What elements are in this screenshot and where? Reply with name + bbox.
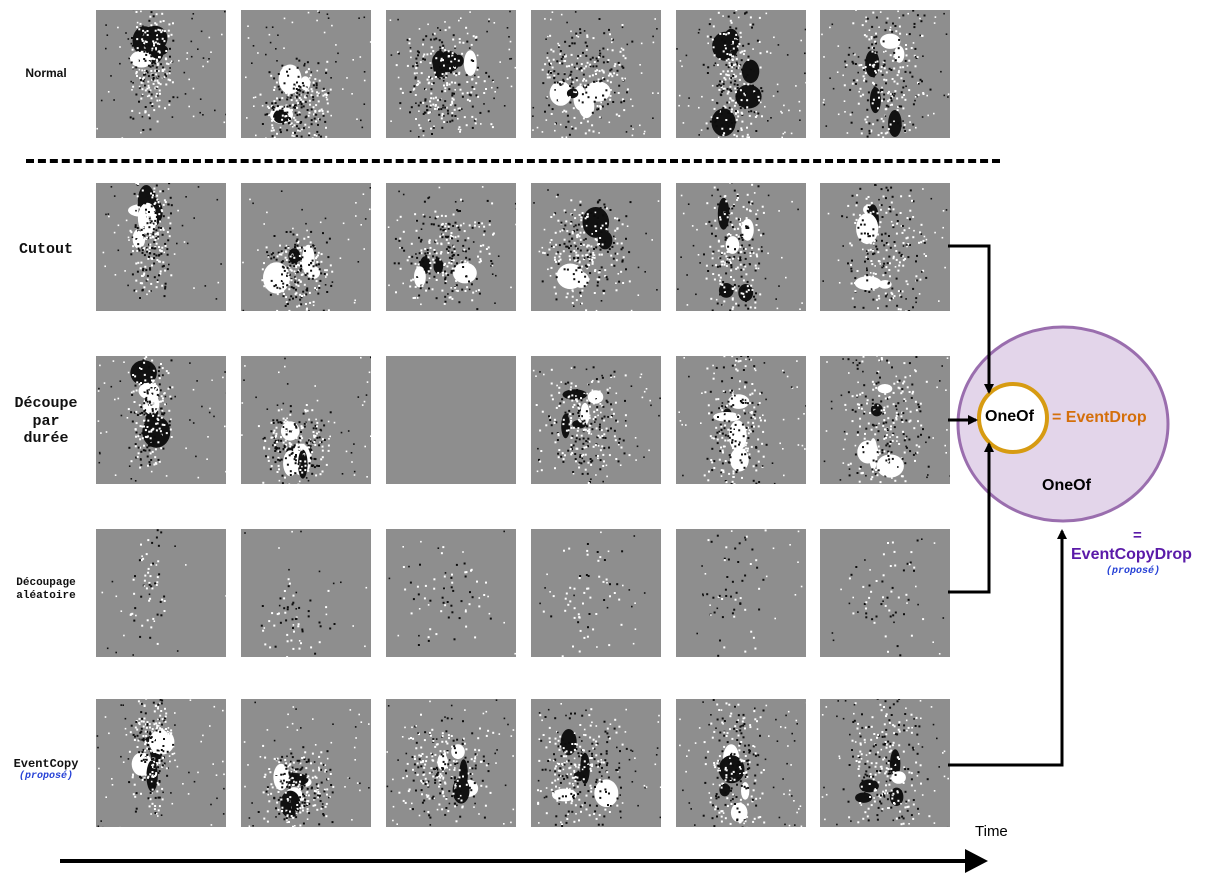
event-frame-content xyxy=(97,356,226,482)
event-frame xyxy=(676,183,806,311)
event-frame xyxy=(531,529,661,657)
event-frame xyxy=(676,356,806,484)
event-frame xyxy=(386,10,516,138)
event-frame-content xyxy=(386,699,515,826)
event-frame xyxy=(96,356,226,484)
inner-oneof-circle xyxy=(977,382,1049,454)
event-frame-content xyxy=(539,531,646,657)
event-frame xyxy=(96,10,226,138)
event-frame xyxy=(241,356,371,484)
event-frame-content xyxy=(831,538,945,657)
separator-dashed-line xyxy=(26,159,1000,163)
eventcopydrop-equals: = xyxy=(1133,527,1142,544)
row-label-decoupage-aleatoire: Découpage aléatoire xyxy=(0,577,92,603)
row-label-text: durée xyxy=(23,430,69,448)
row-label-text: EventCopy xyxy=(13,757,79,771)
event-frame xyxy=(820,699,950,827)
event-frame xyxy=(531,183,661,311)
event-frame-content xyxy=(245,10,371,138)
event-frame-content xyxy=(242,187,371,311)
event-frame-content xyxy=(821,10,950,138)
row-label-text: par xyxy=(32,412,60,430)
time-axis-arrowhead xyxy=(965,849,988,873)
event-frame-content xyxy=(387,186,516,311)
row-label-normal: Normal xyxy=(0,66,92,80)
arrow-cutout xyxy=(948,244,994,394)
event-frame-content xyxy=(677,183,803,311)
event-frame xyxy=(531,356,661,484)
time-axis-label: Time xyxy=(975,823,1008,840)
row-label-decoupe-par-duree: Découpe par durée xyxy=(0,395,92,448)
event-frame xyxy=(96,529,226,657)
event-frame xyxy=(386,356,516,484)
outer-oneof-label: OneOf xyxy=(1042,477,1091,494)
inner-oneof-label: OneOf xyxy=(985,408,1034,425)
event-frame-content xyxy=(388,530,516,655)
event-frame-content xyxy=(532,366,661,484)
outer-oneof-ellipse xyxy=(956,325,1170,523)
event-frame xyxy=(820,356,950,484)
event-frame-content xyxy=(244,530,368,657)
row-label-subtitle: (proposé) xyxy=(18,771,73,783)
event-frame xyxy=(820,529,950,657)
row-label-text: Découpe xyxy=(14,395,78,412)
event-frame xyxy=(676,529,806,657)
event-frame xyxy=(241,183,371,311)
event-frame-content xyxy=(679,699,806,827)
event-frame-content xyxy=(678,356,806,484)
row-label-text: Découpage xyxy=(16,577,76,589)
event-frame-content xyxy=(102,183,222,300)
event-frame-content xyxy=(537,703,661,827)
row-label-eventcopy: EventCopy (proposé) xyxy=(0,757,92,783)
event-frame-content xyxy=(389,10,516,138)
row-label-text: Cutout xyxy=(18,241,73,258)
arrow-decoupage-aleatoire xyxy=(948,442,994,594)
event-frame xyxy=(531,699,661,827)
event-frame-content xyxy=(821,699,949,827)
event-frame xyxy=(820,10,950,138)
arrow-eventcopy xyxy=(948,529,1067,767)
event-frame xyxy=(241,529,371,657)
event-frame-content xyxy=(696,529,803,657)
event-frame-content xyxy=(243,701,370,827)
event-frame xyxy=(96,699,226,827)
event-frame-content xyxy=(101,529,226,656)
event-frame-content xyxy=(532,11,659,138)
event-frame xyxy=(676,10,806,138)
event-frame-content xyxy=(676,10,806,138)
event-frame xyxy=(386,529,516,657)
event-frame xyxy=(676,699,806,827)
event-frame-content xyxy=(96,10,226,138)
row-label-text: aléatoire xyxy=(16,589,76,602)
event-frame xyxy=(531,10,661,138)
event-frame xyxy=(241,699,371,827)
eventcopydrop-subtitle: (proposé) xyxy=(1106,566,1161,577)
eventdrop-label: = EventDrop xyxy=(1052,409,1147,426)
row-label-cutout: Cutout xyxy=(0,241,92,259)
event-frame-content xyxy=(96,699,225,827)
eventcopydrop-label: EventCopyDrop xyxy=(1071,546,1192,563)
event-frame-content xyxy=(823,356,950,484)
event-frame-content xyxy=(241,356,371,484)
event-frame-content xyxy=(822,184,948,311)
event-frame xyxy=(386,183,516,311)
event-frame-content xyxy=(533,189,660,311)
event-frame xyxy=(241,10,371,138)
event-frame xyxy=(386,699,516,827)
event-frame xyxy=(96,183,226,311)
event-frame xyxy=(820,183,950,311)
row-label-text: Normal xyxy=(25,66,67,80)
